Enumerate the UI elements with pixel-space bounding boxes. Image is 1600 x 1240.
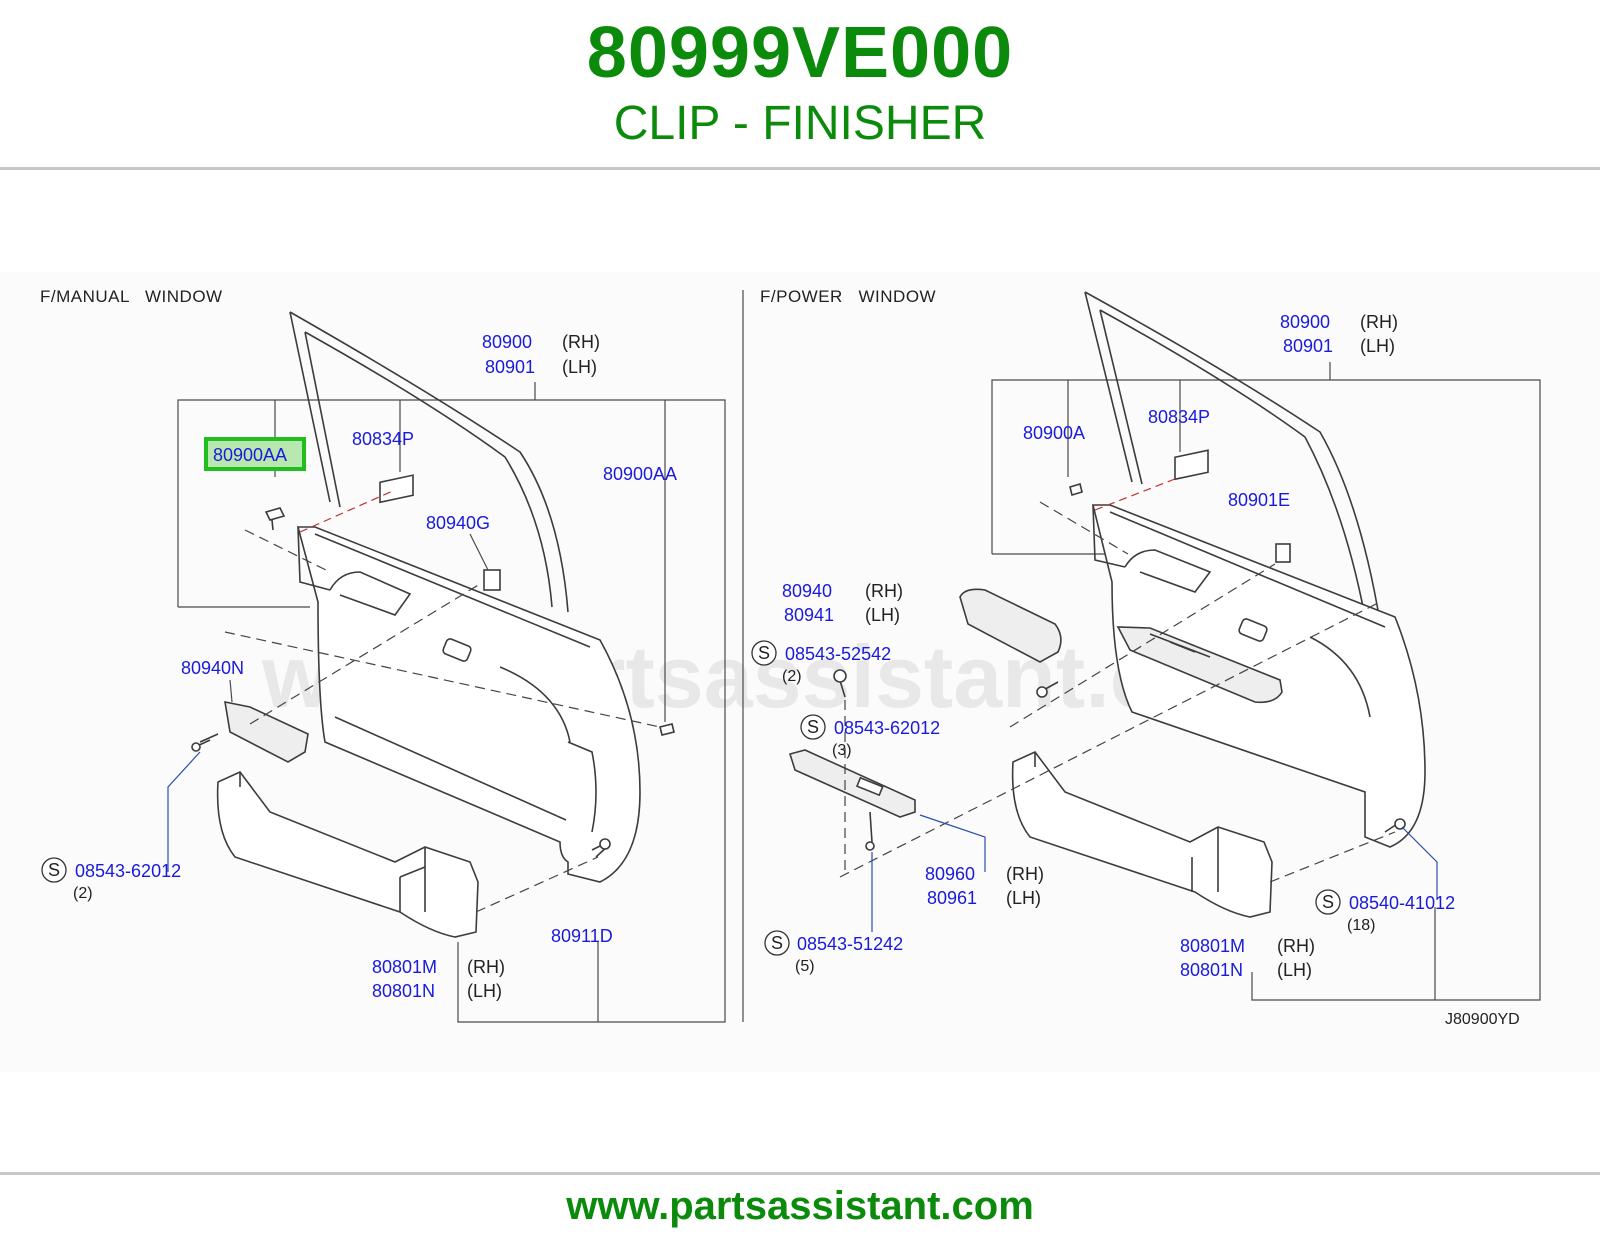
power-window-section: F/POWER WINDOW <box>751 287 1541 1028</box>
label-80900AA[interactable]: 80900AA <box>603 464 677 484</box>
svg-text:S: S <box>1322 892 1334 912</box>
svg-text:S: S <box>758 643 770 663</box>
manual-window-section: F/MANUAL WINDOW <box>40 287 726 1023</box>
parts-diagram: www.partsassistant.com F/MANUAL WINDOW <box>0 272 1600 1072</box>
armrest-80940-power <box>959 588 1062 663</box>
svg-text:(RH): (RH) <box>1360 312 1398 332</box>
label-08540-41012[interactable]: 08540-41012 <box>1349 893 1455 913</box>
pad-80834P-power <box>1174 449 1209 481</box>
label-80911D[interactable]: 80911D <box>551 926 613 946</box>
svg-text:(2): (2) <box>73 885 93 902</box>
svg-text:S: S <box>807 717 819 737</box>
highlight-box <box>204 437 306 471</box>
label-80960[interactable]: 80960 <box>925 864 975 884</box>
svg-text:(2): (2) <box>782 668 802 685</box>
door-handle-recess-manual <box>442 638 472 662</box>
part-number-title: 80999VE000 <box>586 13 1014 93</box>
label-08543-62012-power[interactable]: 08543-62012 <box>834 718 940 738</box>
svg-text:(RH): (RH) <box>1277 936 1315 956</box>
svg-text:(LH): (LH) <box>467 981 502 1001</box>
parts-diagram-svg: www.partsassistant.com F/MANUAL WINDOW <box>40 287 1541 1028</box>
label-80801M-power[interactable]: 80801M <box>1180 936 1245 956</box>
svg-text:(LH): (LH) <box>1006 888 1041 908</box>
drawing-code: J80900YD <box>1445 1011 1520 1028</box>
label-80941[interactable]: 80941 <box>784 605 834 625</box>
svg-text:(LH): (LH) <box>1277 960 1312 980</box>
label-80961[interactable]: 80961 <box>927 888 977 908</box>
label-80901[interactable]: 80901 <box>485 357 535 377</box>
screw-icon <box>869 811 873 843</box>
svg-text:S: S <box>48 860 60 880</box>
label-80940[interactable]: 80940 <box>782 581 832 601</box>
label-80900A[interactable]: 80900A <box>1023 423 1085 443</box>
door-handle-recess-power <box>1238 618 1268 642</box>
label-80900AA-highlighted[interactable]: 80900AA <box>213 445 287 465</box>
label-08543-62012[interactable]: 08543-62012 <box>75 861 181 881</box>
svg-text:(RH): (RH) <box>467 957 505 977</box>
switch-finisher-80960 <box>788 749 916 818</box>
door-trim-panel-manual <box>296 526 641 883</box>
page-header: 80999VE000 CLIP - FINISHER <box>0 0 1600 170</box>
label-08543-52542[interactable]: 08543-52542 <box>785 644 891 664</box>
svg-text:(RH): (RH) <box>562 332 600 352</box>
label-80834P-power[interactable]: 80834P <box>1148 407 1210 427</box>
svg-text:(LH): (LH) <box>562 357 597 377</box>
label-80801N-power[interactable]: 80801N <box>1180 960 1243 980</box>
label-08543-51242[interactable]: 08543-51242 <box>797 934 903 954</box>
part-name-subtitle: CLIP - FINISHER <box>613 97 987 150</box>
door-pocket-80801M-manual <box>216 771 479 938</box>
svg-text:(RH): (RH) <box>1006 864 1044 884</box>
label-80801M[interactable]: 80801M <box>372 957 437 977</box>
svg-text:(RH): (RH) <box>865 581 903 601</box>
footer-url-link[interactable]: www.partsassistant.com <box>566 1184 1034 1228</box>
armrest-80940N-manual <box>224 700 309 763</box>
clip-80901E-icon <box>1275 543 1291 563</box>
svg-text:(3): (3) <box>832 742 852 759</box>
label-80801N[interactable]: 80801N <box>372 981 435 1001</box>
label-80900[interactable]: 80900 <box>482 332 532 352</box>
clip-80940G-icon <box>483 569 501 591</box>
svg-text:(LH): (LH) <box>1360 336 1395 356</box>
window-frame-manual <box>289 311 569 613</box>
clip-80900AA-icon <box>264 507 286 531</box>
window-frame-power <box>1084 291 1381 623</box>
header-divider <box>0 167 1600 170</box>
switch-bezel-power <box>1116 626 1283 704</box>
label-80834P[interactable]: 80834P <box>352 429 414 449</box>
svg-text:S: S <box>771 933 783 953</box>
svg-text:(LH): (LH) <box>865 605 900 625</box>
label-80900-power[interactable]: 80900 <box>1280 312 1330 332</box>
clip-80900A-icon <box>1069 482 1083 497</box>
label-80940G[interactable]: 80940G <box>426 513 490 533</box>
svg-text:(5): (5) <box>795 958 815 975</box>
label-80901-power[interactable]: 80901 <box>1283 336 1333 356</box>
label-80901E[interactable]: 80901E <box>1228 490 1290 510</box>
footer-divider <box>0 1172 1600 1175</box>
svg-text:(18): (18) <box>1347 917 1375 934</box>
door-pocket-80801M-power <box>1011 751 1273 918</box>
bracket-frame-manual <box>177 399 726 1023</box>
section-title-power: F/POWER WINDOW <box>760 287 936 306</box>
bracket-frame-power <box>991 379 1541 1001</box>
section-title-manual: F/MANUAL WINDOW <box>40 287 223 306</box>
label-80940N[interactable]: 80940N <box>181 658 244 678</box>
clip-80900AA-right-icon <box>659 723 675 736</box>
pad-80834P-manual <box>379 474 414 504</box>
